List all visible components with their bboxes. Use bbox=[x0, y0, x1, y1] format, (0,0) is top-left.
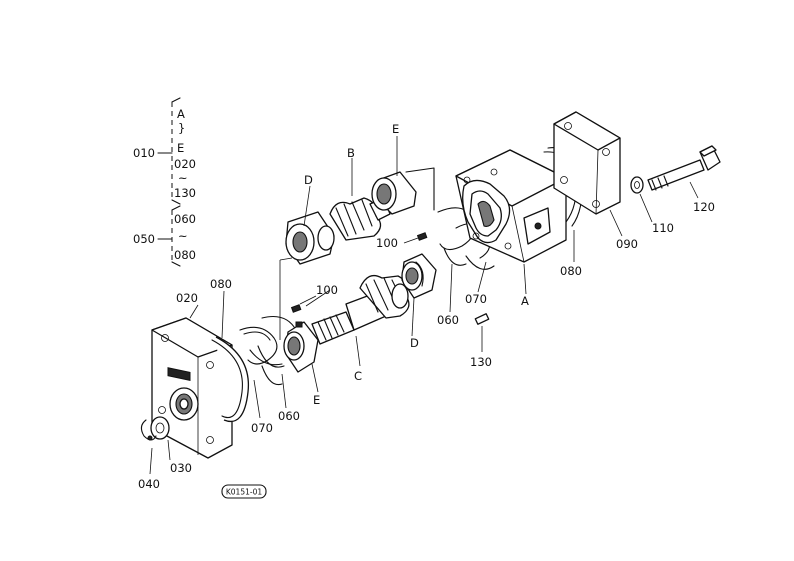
range-A-label: A bbox=[177, 107, 185, 121]
bushing-E-upper bbox=[371, 167, 435, 215]
seal-kit-050-label: 050 bbox=[133, 232, 155, 246]
assembly-010-label: 010 bbox=[133, 146, 155, 160]
washer-110 bbox=[630, 176, 644, 194]
leader-lines bbox=[149, 136, 699, 475]
callout-letter-C: C bbox=[354, 369, 362, 383]
callout-100-lower: 100 bbox=[316, 283, 338, 297]
bolt-hole bbox=[206, 361, 214, 369]
pump-body-A bbox=[455, 149, 567, 263]
bolt-120 bbox=[647, 145, 721, 191]
front-cover-plate bbox=[151, 317, 233, 459]
callout-070-right: 070 bbox=[465, 292, 487, 306]
callout-letter-D-lower: D bbox=[410, 336, 419, 350]
bolt-hole bbox=[161, 334, 169, 342]
backup-ring-070-left bbox=[239, 326, 278, 365]
drive-gear-shaft-C bbox=[311, 274, 410, 345]
bolt-hole bbox=[158, 406, 166, 414]
range-020-label: 020 bbox=[174, 157, 196, 171]
callout-080-left: 080 bbox=[210, 277, 232, 291]
callout-060-right: 060 bbox=[437, 313, 459, 327]
callout-letter-A: A bbox=[521, 294, 529, 308]
callout-labels: 020 080 100 100 070 060 030 040 060 070 … bbox=[138, 122, 715, 491]
bushing-E-lower bbox=[283, 321, 319, 373]
bushing-D-upper bbox=[285, 211, 335, 265]
callout-110: 110 bbox=[652, 221, 674, 235]
callout-090: 090 bbox=[616, 237, 638, 251]
dowel-pin-100-lower bbox=[290, 295, 317, 313]
callout-020: 020 bbox=[176, 291, 198, 305]
range-060-label: 060 bbox=[174, 212, 196, 226]
callout-070-left: 070 bbox=[251, 421, 273, 435]
callout-letter-D-upper: D bbox=[304, 173, 313, 187]
callout-130: 130 bbox=[470, 355, 492, 369]
bolt-hole bbox=[206, 436, 214, 444]
range-080-label: 080 bbox=[174, 248, 196, 262]
callout-100-upper: 100 bbox=[376, 236, 398, 250]
dowel-pin-100-upper bbox=[403, 232, 428, 244]
range-tilde-2: ~ bbox=[178, 171, 188, 185]
bushing-D-lower bbox=[401, 253, 437, 299]
callout-060-left: 060 bbox=[278, 409, 300, 423]
range-130-label: 130 bbox=[174, 186, 196, 200]
callout-letter-E-lower: E bbox=[313, 393, 320, 407]
callout-letter-B: B bbox=[347, 146, 355, 160]
dowel-pin-130 bbox=[474, 313, 490, 325]
range-E-label: E bbox=[177, 141, 184, 155]
o-ring-080-left bbox=[211, 336, 250, 422]
callout-080-right: 080 bbox=[560, 264, 582, 278]
callout-030: 030 bbox=[170, 461, 192, 475]
assembly-bracket: A } E 020 ~ 130 060 ~ 080 010 050 bbox=[133, 97, 196, 267]
drawing-code-text: K0151-01 bbox=[226, 488, 262, 497]
range-tilde-1: } bbox=[178, 121, 185, 135]
snap-ring-040 bbox=[140, 419, 157, 441]
oil-seal-030 bbox=[150, 416, 170, 440]
callout-040: 040 bbox=[138, 477, 160, 491]
rear-cover-090 bbox=[553, 111, 621, 215]
bushing-group-left bbox=[249, 349, 283, 386]
callout-120: 120 bbox=[693, 200, 715, 214]
callout-letter-E-upper: E bbox=[392, 122, 399, 136]
range-tilde-3: ~ bbox=[178, 229, 188, 243]
nameplate bbox=[167, 367, 191, 381]
drawing-code-tag: K0151-01 bbox=[221, 484, 267, 499]
